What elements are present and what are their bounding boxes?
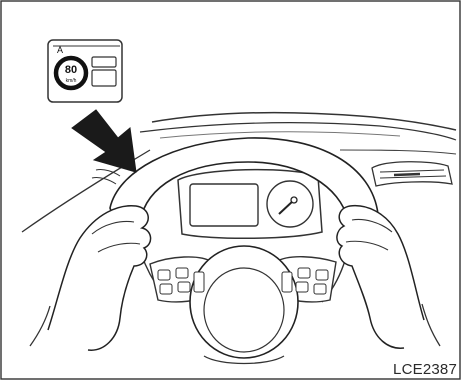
air-vent	[372, 162, 452, 186]
speed-limit-value: 80	[65, 64, 77, 76]
sign-bar-upper	[92, 57, 116, 67]
cluster-display	[190, 184, 258, 226]
speed-sign-inset: A 80 km/h	[48, 40, 122, 102]
sign-bar-lower	[92, 70, 116, 86]
warning-triangle-icon: A	[57, 45, 63, 55]
speed-limit-unit: km/h	[66, 78, 77, 84]
figure-code: LCE2387	[393, 361, 457, 378]
instrument-cluster	[178, 170, 322, 239]
